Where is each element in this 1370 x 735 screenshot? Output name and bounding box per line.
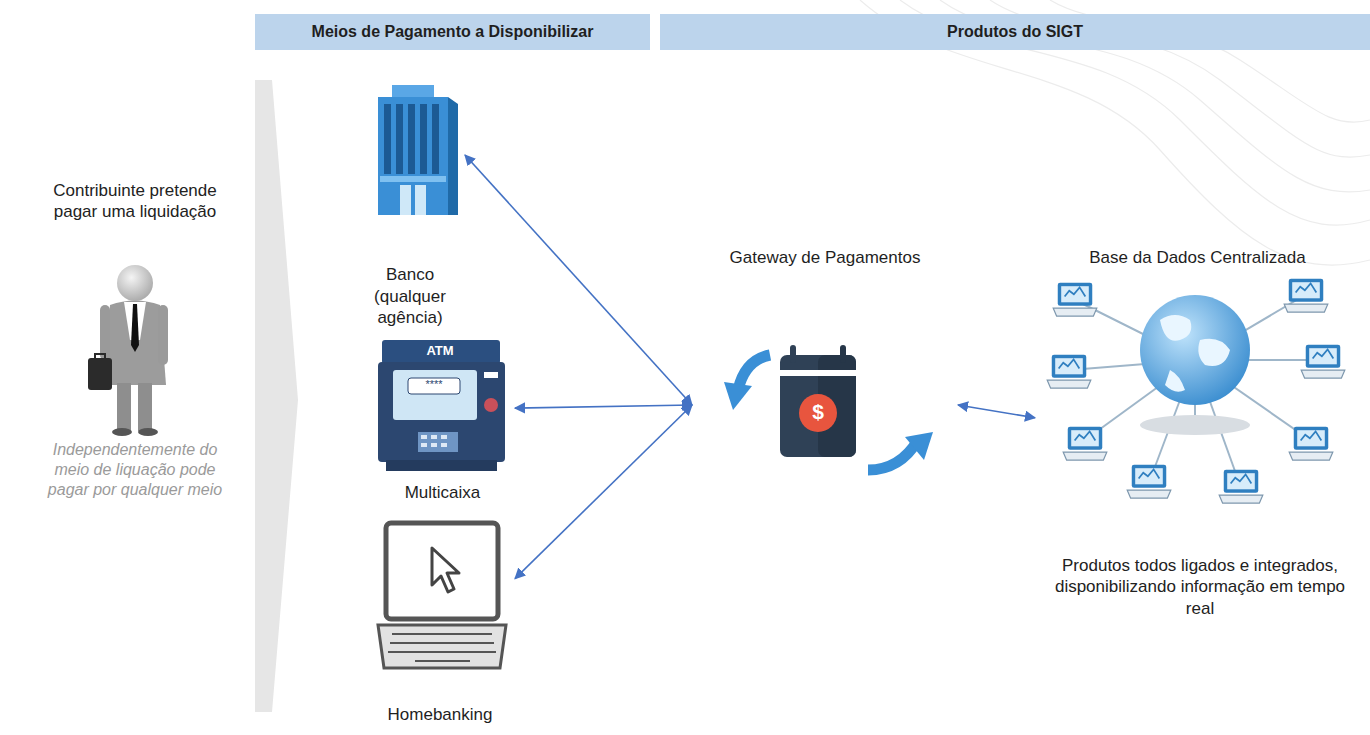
header-band: Produtos do SIGT (660, 14, 1370, 50)
actor-label: Contribuinte pretende pagar uma liquidaç… (50, 180, 220, 223)
connector-arrow (515, 405, 692, 408)
bank-building (378, 85, 458, 215)
connector-arrow (465, 155, 692, 405)
currency-symbol: $ (803, 399, 833, 425)
header-band: Meios de Pagamento a Disponibilizar (255, 14, 650, 50)
pin-mask: **** (408, 378, 460, 392)
gateway-icon (724, 345, 933, 470)
atm-node: Multicaixa (370, 335, 515, 505)
database-node: Base da Dados Centralizada (1035, 245, 1360, 515)
homebanking-node: Homebanking (365, 515, 515, 727)
chevron (255, 80, 298, 712)
connector-arrow (958, 405, 1035, 418)
node-text: Produtos do SIGT (947, 22, 1083, 42)
bank-node: Banco (qualquer agência) (355, 80, 465, 330)
note-label: Independentemente do meio de liquação po… (45, 440, 225, 500)
network-icon (1047, 279, 1345, 503)
laptop-icon (378, 523, 506, 668)
atm-machine (378, 340, 505, 471)
connector-arrow (515, 405, 692, 579)
atm-sign: ATM (390, 343, 490, 359)
gateway-node: Gateway de Pagamentos (692, 245, 958, 495)
node-text: Multicaixa (405, 482, 481, 503)
person-figure (88, 265, 168, 436)
caption-label: Produtos todos ligados e integrados, dis… (1045, 555, 1355, 619)
node-text: Gateway de Pagamentos (730, 247, 921, 268)
node-text: Banco (qualquer agência) (363, 264, 458, 328)
node-text: Homebanking (388, 704, 493, 725)
node-text: Base da Dados Centralizada (1089, 247, 1305, 268)
node-text: Meios de Pagamento a Disponibilizar (312, 22, 594, 42)
